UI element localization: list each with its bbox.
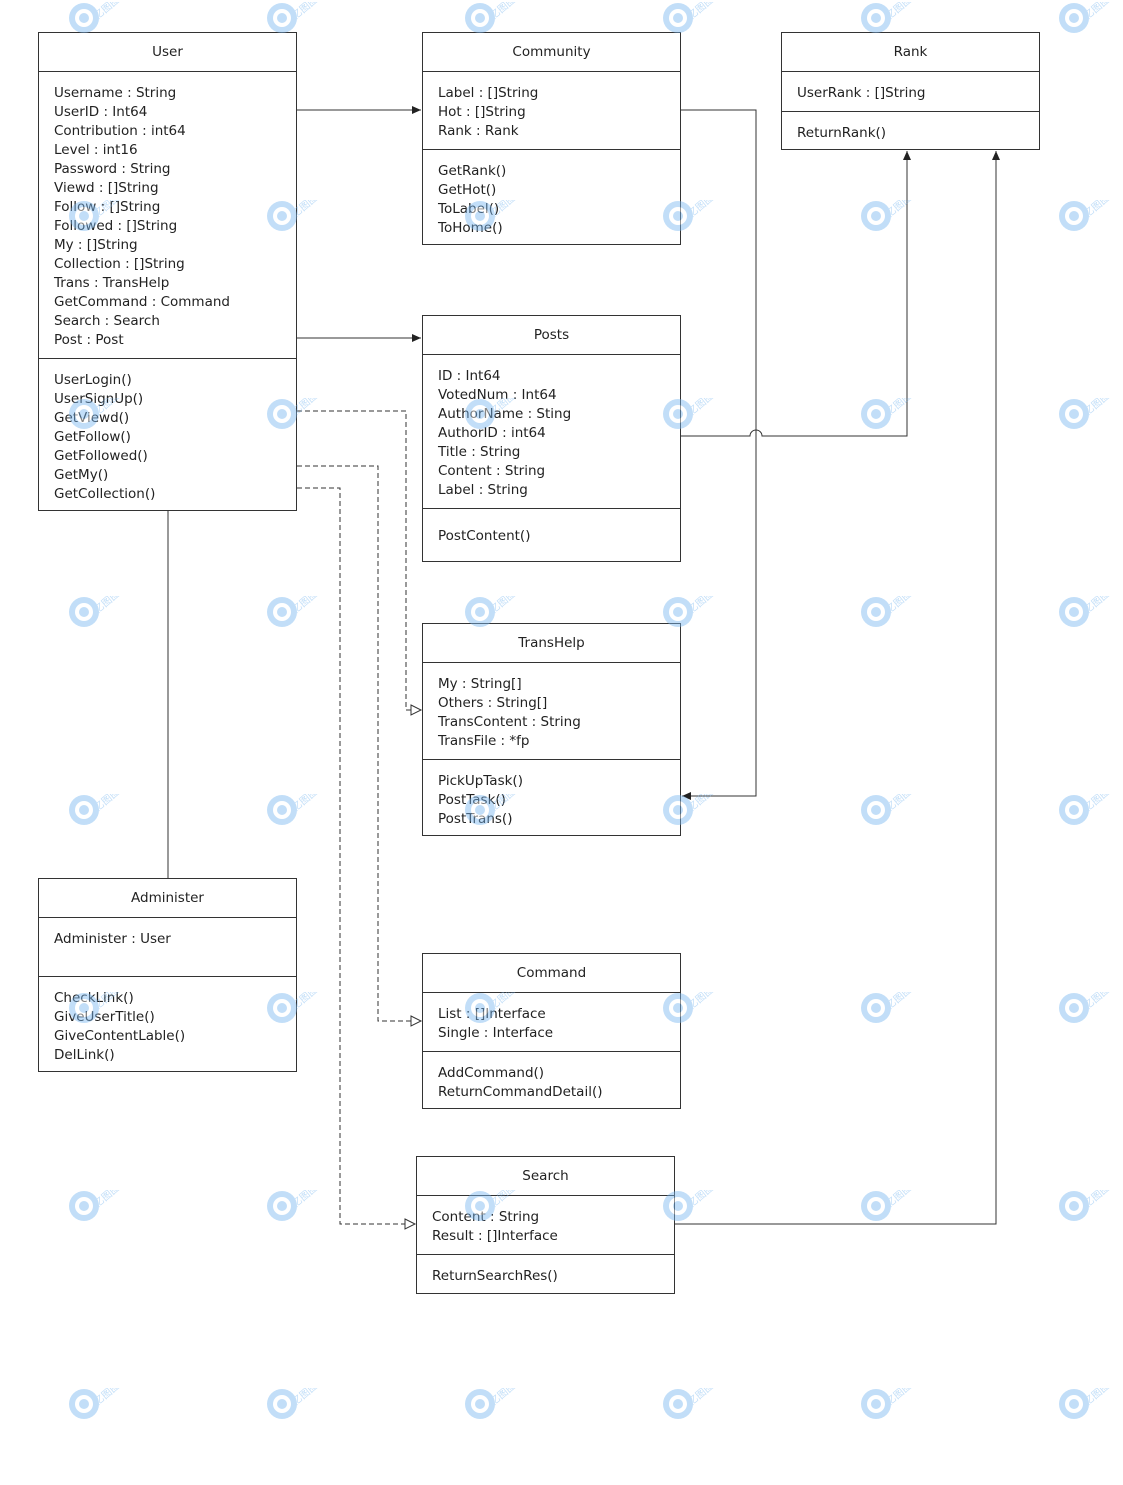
attribute-row: Label : String xyxy=(438,482,528,498)
attribute-row: Collection : []String xyxy=(54,256,185,272)
attribute-row: Followed : []String xyxy=(54,218,178,234)
method-row: ReturnSearchRes() xyxy=(432,1268,558,1284)
methods: ReturnSearchRes() xyxy=(417,1255,674,1286)
method-row: PostTask() xyxy=(438,792,506,808)
method-row: PostTrans() xyxy=(438,811,513,827)
attribute-row: My : []String xyxy=(54,237,138,253)
class-title: Command xyxy=(423,954,680,993)
method-row: GetFollowed() xyxy=(54,448,148,464)
method-row: GetCollection() xyxy=(54,486,156,502)
method-row: UserSignUp() xyxy=(54,391,144,407)
methods: CheckLink() GiveUserTitle() GiveContentLab… xyxy=(39,977,296,1065)
link-search-rank xyxy=(675,151,1000,1225)
attribute-row: Others : String[] xyxy=(438,695,548,711)
attribute-row: Search : Search xyxy=(54,313,160,329)
class-title: Community xyxy=(423,33,680,72)
attribute-row: Trans : TransHelp xyxy=(54,275,170,291)
class-title: Search xyxy=(417,1157,674,1196)
method-row: ToHome() xyxy=(438,220,503,236)
methods: GetRank() GetHot() ToLabel() ToHome() xyxy=(423,150,680,238)
methods: AddCommand() ReturnCommandDetail() xyxy=(423,1052,680,1102)
attribute-row: My : String[] xyxy=(438,676,522,692)
class-title: Posts xyxy=(423,316,680,355)
link-posts-rank xyxy=(681,151,911,437)
attribute-row: Result : []Interface xyxy=(432,1228,558,1244)
attribute-row: Title : String xyxy=(438,444,521,460)
attribute-row: Follow : []String xyxy=(54,199,161,215)
method-row: GetHot() xyxy=(438,182,497,198)
attribute-row: Viewd : []String xyxy=(54,180,159,196)
attribute-row: TransFile : *fp xyxy=(438,733,530,749)
attribute-row: Post : Post xyxy=(54,332,124,348)
attribute-row: AuthorID : int64 xyxy=(438,425,546,441)
methods: PickUpTask() PostTask() PostTrans() xyxy=(423,760,680,829)
class-title: Administer xyxy=(39,879,296,918)
attribute-row: Content : String xyxy=(432,1209,540,1225)
link-user-command-dependency xyxy=(297,465,423,1027)
method-row: GetFollow() xyxy=(54,429,131,445)
link-user-transhelp-dependency xyxy=(297,410,423,716)
attributes: Administer : User xyxy=(39,918,296,977)
attribute-row: Single : Interface xyxy=(438,1025,554,1041)
method-row: ToLabel() xyxy=(438,201,500,217)
attribute-row: AuthorName : Sting xyxy=(438,406,572,422)
attribute-row: Contribution : int64 xyxy=(54,123,186,139)
methods: PostContent() xyxy=(423,509,680,546)
class-title: TransHelp xyxy=(423,624,680,663)
attribute-row: Administer : User xyxy=(54,931,171,947)
method-row: CheckLink() xyxy=(54,990,134,1006)
methods: ReturnRank() xyxy=(782,112,1039,143)
attributes: UserRank : []String xyxy=(782,72,1039,112)
class-title: Rank xyxy=(782,33,1039,72)
method-row: GetViewd() xyxy=(54,410,130,426)
class-title: User xyxy=(39,33,296,72)
attribute-row: UserRank : []String xyxy=(797,85,926,101)
attribute-row: Level : int16 xyxy=(54,142,138,158)
attribute-row: VotedNum : Int64 xyxy=(438,387,557,403)
class-administer[interactable]: Administer Administer : User CheckLink()… xyxy=(38,878,297,1072)
method-row: GiveUserTitle() xyxy=(54,1009,155,1025)
attribute-row: Username : String xyxy=(54,85,177,101)
attribute-row: Password : String xyxy=(54,161,171,177)
attribute-row: List : []Interface xyxy=(438,1006,546,1022)
method-row: GetRank() xyxy=(438,163,507,179)
method-row: UserLogin() xyxy=(54,372,132,388)
method-row: PickUpTask() xyxy=(438,773,523,789)
attribute-row: TransContent : String xyxy=(438,714,581,730)
attribute-row: Content : String xyxy=(438,463,546,479)
attribute-row: Rank : Rank xyxy=(438,123,519,139)
attribute-row: ID : Int64 xyxy=(438,368,501,384)
attributes: My : String[] Others : String[] TransConte… xyxy=(423,663,680,760)
methods: UserLogin() UserSignUp() GetViewd() GetFoll… xyxy=(39,359,296,504)
class-transhelp[interactable]: TransHelp My : String[] Others : String[]… xyxy=(422,623,681,836)
link-community-transhelp xyxy=(681,109,757,800)
method-row: ReturnCommandDetail() xyxy=(438,1084,603,1100)
attribute-row: Hot : []String xyxy=(438,104,526,120)
method-row: PostContent() xyxy=(438,528,531,544)
method-row: AddCommand() xyxy=(438,1065,545,1081)
attribute-row: GetCommand : Command xyxy=(54,294,230,310)
method-row: GetMy() xyxy=(54,467,109,483)
attribute-row: UserID : Int64 xyxy=(54,104,148,120)
method-row: GiveContentLable() xyxy=(54,1028,186,1044)
method-row: ReturnRank() xyxy=(797,125,887,141)
attribute-row: Label : []String xyxy=(438,85,539,101)
class-rank[interactable]: Rank UserRank : []String ReturnRank() xyxy=(781,32,1040,150)
method-row: DelLink() xyxy=(54,1047,115,1063)
link-user-search-dependency xyxy=(297,487,417,1230)
